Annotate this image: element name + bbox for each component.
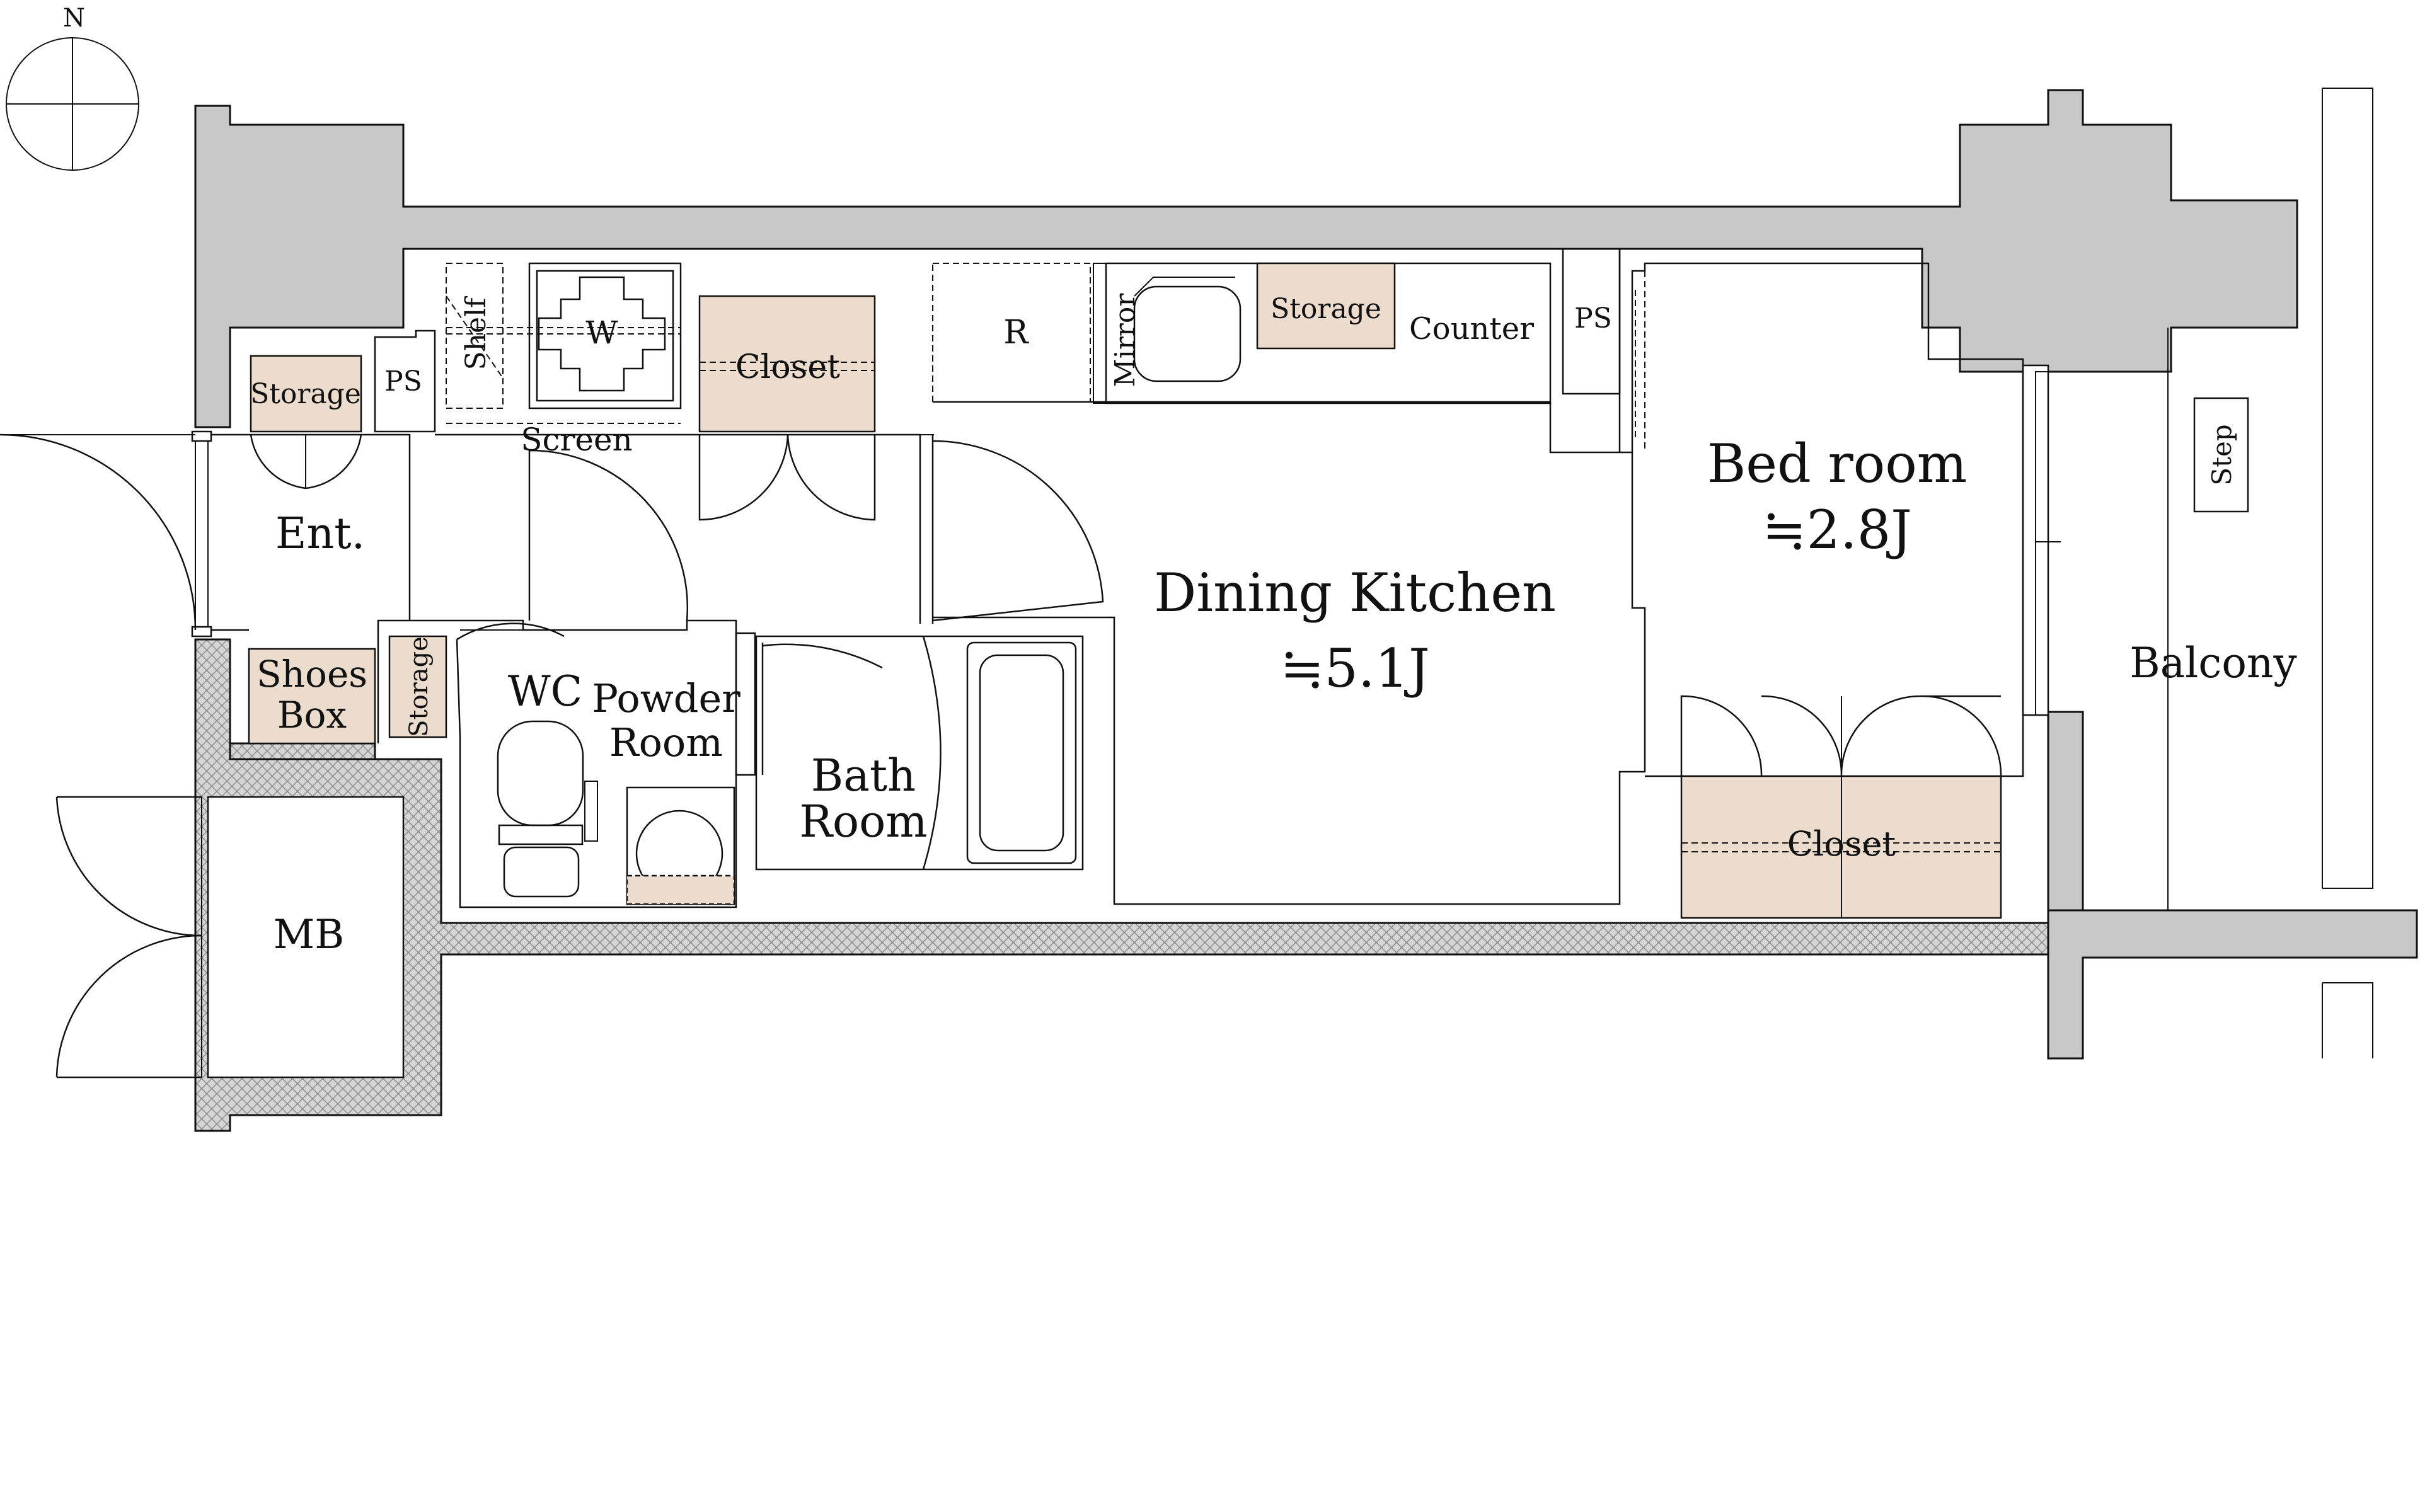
bath-room: Bath Room — [735, 632, 1084, 871]
washer-space: W — [446, 262, 682, 424]
exterior-walls — [194, 89, 2418, 1060]
svg-text:≒5.1J: ≒5.1J — [1280, 638, 1430, 699]
wc-powder-room: Storage WC Powder Room — [377, 619, 740, 908]
svg-text:Shelf: Shelf — [460, 296, 492, 370]
entrance-area — [0, 430, 411, 638]
balcony-window[interactable] — [2022, 364, 2061, 716]
north-label: N — [63, 4, 85, 33]
bath-door[interactable] — [761, 643, 883, 775]
mb-door-upper[interactable] — [55, 796, 202, 937]
svg-text:Step: Step — [2206, 424, 2237, 485]
svg-text:PS: PS — [384, 365, 422, 398]
svg-text:Balcony: Balcony — [2129, 639, 2297, 687]
shelf: Shelf — [446, 263, 504, 409]
svg-text:WC: WC — [508, 667, 582, 716]
svg-text:Counter: Counter — [1409, 311, 1534, 346]
balcony: Step Balcony — [2129, 88, 2373, 1058]
meter-box: MB — [55, 796, 345, 1079]
svg-text:Box: Box — [277, 694, 347, 736]
svg-text:Closet: Closet — [1787, 824, 1896, 864]
mb-door-lower[interactable] — [55, 934, 202, 1079]
svg-text:Storage: Storage — [405, 636, 434, 737]
svg-text:Dining Kitchen: Dining Kitchen — [1154, 562, 1556, 624]
ps-left: PS — [374, 329, 436, 433]
svg-text:Room: Room — [609, 719, 723, 765]
svg-text:Closet: Closet — [735, 348, 840, 386]
svg-text:≒2.8J: ≒2.8J — [1762, 499, 1912, 561]
closet-bed: Closet — [1680, 695, 2002, 919]
dining-kitchen: Dining Kitchen ≒5.1J — [933, 249, 1646, 905]
svg-text:Room: Room — [799, 796, 927, 847]
interior-walls — [194, 638, 2049, 1132]
svg-text:W: W — [585, 314, 618, 351]
entrance-door[interactable] — [0, 433, 197, 631]
closet-top: Closet — [698, 295, 876, 521]
storage-entrance: Storage — [250, 355, 362, 490]
fridge-space: R — [932, 263, 1091, 403]
kitchen-counter: Mirror Storage Counter — [1093, 262, 1552, 404]
svg-text:Powder: Powder — [592, 675, 740, 721]
screen-door[interactable] — [528, 449, 688, 621]
svg-text:Shoes: Shoes — [256, 653, 367, 696]
svg-text:Bed room: Bed room — [1707, 433, 1968, 495]
entrance-label: Ent. — [275, 509, 365, 559]
compass: N — [6, 4, 139, 171]
svg-text:Storage: Storage — [250, 378, 361, 410]
ps-right: PS — [1562, 249, 1621, 395]
svg-text:Storage: Storage — [1270, 293, 1381, 325]
svg-text:MB: MB — [274, 912, 345, 958]
shoes-box: Shoes Box — [248, 648, 376, 745]
dining-door[interactable] — [932, 440, 1104, 622]
bed-room: Bed room ≒2.8J — [1631, 262, 2024, 777]
svg-text:R: R — [1003, 314, 1029, 352]
svg-text:Mirror: Mirror — [1109, 293, 1141, 387]
svg-text:PS: PS — [1574, 302, 1612, 335]
screen-label: Screen — [521, 421, 633, 458]
svg-text:Bath: Bath — [811, 750, 916, 801]
